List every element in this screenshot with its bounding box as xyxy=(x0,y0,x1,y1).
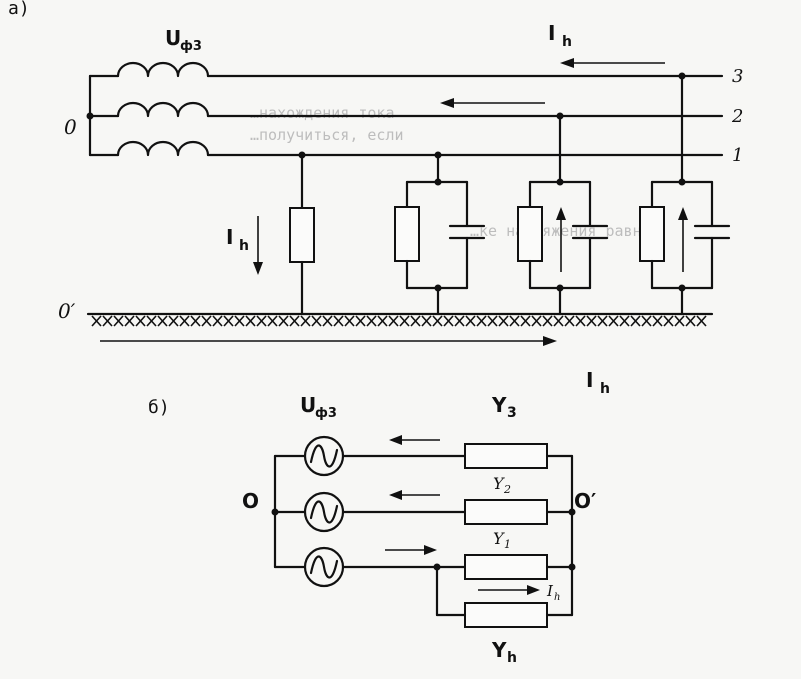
part-a-current-top-label: I h xyxy=(548,21,572,50)
phase-label-2: 2 xyxy=(731,106,743,127)
part-a-source-label-sub: ф3 xyxy=(180,39,202,54)
background-text-2: …получиться, если xyxy=(250,126,404,144)
y2-label: Y 2 xyxy=(493,474,511,496)
y2-label-sub: 2 xyxy=(503,483,511,496)
part-a-current-top-main: I xyxy=(548,21,555,45)
phase-label-1: 1 xyxy=(732,145,743,166)
part-a-current-left-label: I h xyxy=(226,225,249,254)
ac-source-2-icon xyxy=(303,491,345,533)
yh-label-main: Y xyxy=(491,638,507,662)
y1-label-main: Y xyxy=(493,529,505,548)
part-a-source-label: U ф3 xyxy=(165,26,202,54)
part-b-neutral-right: O′ xyxy=(574,489,596,513)
inductor-phase-1 xyxy=(116,140,210,157)
ac-source-3-icon xyxy=(303,435,345,477)
rc-branch-phase-3 xyxy=(639,72,731,316)
y2-label-main: Y xyxy=(493,474,505,493)
ih-label-sub: h xyxy=(554,592,560,603)
part-b-source-label-sub: ф3 xyxy=(315,406,337,421)
part-a-caption: а) xyxy=(8,0,30,19)
part-a-current-top-sub: h xyxy=(562,34,572,50)
part-a-current-ground-sub: h xyxy=(600,381,610,397)
background-text-3: …ке напряжения равно: xyxy=(470,222,660,240)
arrow-b-phase-2 xyxy=(389,490,440,500)
arrow-b-phase-1 xyxy=(385,545,437,555)
arrow-fault-current-down xyxy=(253,216,263,275)
arrow-ground-current xyxy=(100,336,557,346)
part-a-source-label-main: U xyxy=(165,26,181,50)
y3-label-sub: 3 xyxy=(507,405,517,421)
fault-resistor xyxy=(289,207,315,263)
rc-branch-phase-1 xyxy=(394,151,486,316)
admittance-yh xyxy=(464,602,548,628)
y1-label-sub: 1 xyxy=(504,538,511,551)
arrow-b-ih xyxy=(478,585,540,595)
yh-label: Y h xyxy=(491,638,517,666)
ac-source-1-icon xyxy=(303,546,345,588)
admittance-y1 xyxy=(464,499,548,525)
inductor-phase-3 xyxy=(116,61,210,78)
part-b-neutral-left: O xyxy=(242,489,259,513)
y1-label: Y 1 xyxy=(493,529,511,551)
rc-branch-phase-2 xyxy=(517,112,609,316)
part-b-source-label-main: U xyxy=(300,393,316,417)
part-b-source-label: U ф3 xyxy=(300,393,337,421)
part-b-caption: б) xyxy=(148,397,170,418)
arrow-top-phase-3 xyxy=(560,58,665,68)
inductor-phase-2 xyxy=(116,101,210,118)
y3-label-main: Y xyxy=(491,393,507,417)
part-a-ground-label: 0′ xyxy=(58,299,76,323)
y3-label: Y 3 xyxy=(491,393,517,421)
admittance-y3 xyxy=(464,443,548,469)
ground-hatching xyxy=(91,315,707,327)
ih-label: I h xyxy=(546,582,560,603)
part-a-current-left-main: I xyxy=(226,225,233,249)
part-a-neutral-label: 0 xyxy=(64,115,77,139)
admittance-y-phase1 xyxy=(464,554,548,580)
part-a-current-ground-main: I xyxy=(586,368,593,392)
yh-label-sub: h xyxy=(507,650,517,666)
arrow-b-phase-3 xyxy=(389,435,440,445)
arrow-top-phase-2 xyxy=(440,98,545,108)
part-a-current-left-sub: h xyxy=(239,238,249,254)
background-text-1: …нахождения тока xyxy=(250,104,395,122)
ih-label-main: I xyxy=(546,582,554,600)
part-a-current-ground-label: I h xyxy=(586,368,610,397)
phase-label-3: 3 xyxy=(732,66,743,87)
